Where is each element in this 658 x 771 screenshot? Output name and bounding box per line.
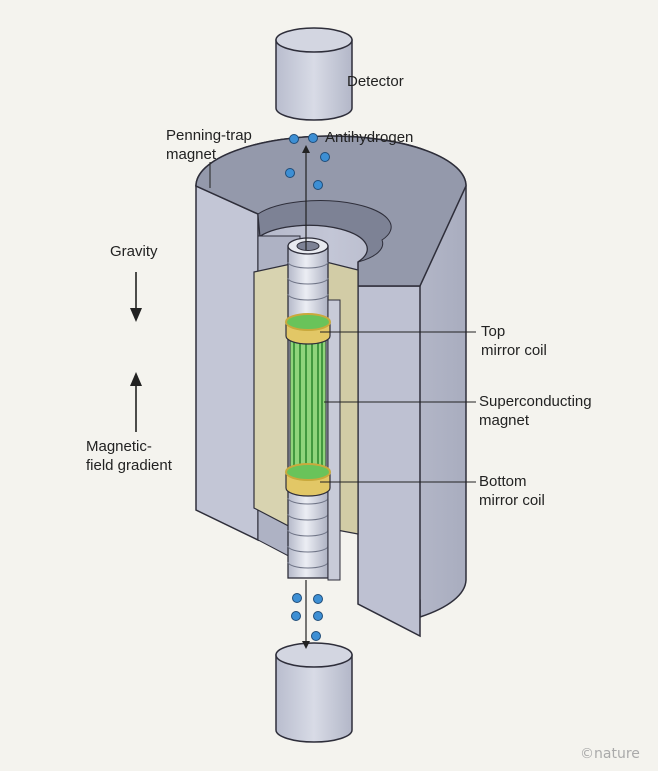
antihydrogen-atom-icon bbox=[313, 594, 323, 604]
bottom-coil-label-line1: Bottom bbox=[479, 473, 527, 490]
magnetic-label-line1: Magnetic- bbox=[86, 438, 152, 455]
top-mirror-coil-label: Top mirror coil bbox=[481, 322, 547, 360]
antihydrogen-atoms-top bbox=[285, 133, 330, 190]
bottom-detector bbox=[275, 642, 353, 743]
downward-trajectory-arrow bbox=[302, 580, 310, 649]
antihydrogen-atom-icon bbox=[320, 152, 330, 162]
penning-trap-label: Penning-trap magnet bbox=[166, 126, 252, 164]
antihydrogen-atom-icon bbox=[311, 631, 321, 641]
antihydrogen-atom-icon bbox=[292, 593, 302, 603]
antihydrogen-atom-icon bbox=[285, 168, 295, 178]
antihydrogen-atom-icon bbox=[308, 133, 318, 143]
bottom-mirror-coil-label: Bottom mirror coil bbox=[479, 472, 545, 510]
top-detector bbox=[275, 27, 353, 121]
antihydrogen-label: Antihydrogen bbox=[325, 129, 414, 146]
penning-trap-label-line1: Penning-trap bbox=[166, 127, 252, 144]
nature-credit: ©nature bbox=[580, 746, 640, 762]
antihydrogen-atom-icon bbox=[313, 180, 323, 190]
antihydrogen-atom-icon bbox=[291, 611, 301, 621]
top-coil-label-line1: Top bbox=[481, 323, 506, 340]
gravity-label: Gravity bbox=[110, 243, 158, 260]
detector-label: Detector bbox=[347, 73, 404, 90]
arrow-up-icon bbox=[130, 372, 142, 432]
antihydrogen-atom-icon bbox=[289, 134, 299, 144]
trap-tube bbox=[287, 237, 341, 581]
sc-label-line2: magnet bbox=[479, 412, 530, 429]
antihydrogen-atom-icon bbox=[313, 611, 323, 621]
bottom-coil-label-line2: mirror coil bbox=[479, 492, 545, 509]
magnetic-field-gradient-label: Magnetic- field gradient bbox=[86, 437, 172, 475]
sc-label-line1: Superconducting bbox=[479, 393, 592, 410]
superconducting-magnet-label: Superconducting magnet bbox=[479, 392, 592, 430]
magnetic-label-line2: field gradient bbox=[86, 457, 172, 474]
arrow-down-icon bbox=[130, 272, 142, 322]
penning-trap-label-line2: magnet bbox=[166, 146, 217, 163]
antihydrogen-atoms-bottom bbox=[291, 593, 323, 641]
bottom-mirror-coil bbox=[285, 463, 331, 497]
upward-trajectory-arrow bbox=[302, 145, 310, 250]
top-mirror-coil bbox=[285, 313, 331, 345]
top-coil-label-line2: mirror coil bbox=[481, 342, 547, 359]
